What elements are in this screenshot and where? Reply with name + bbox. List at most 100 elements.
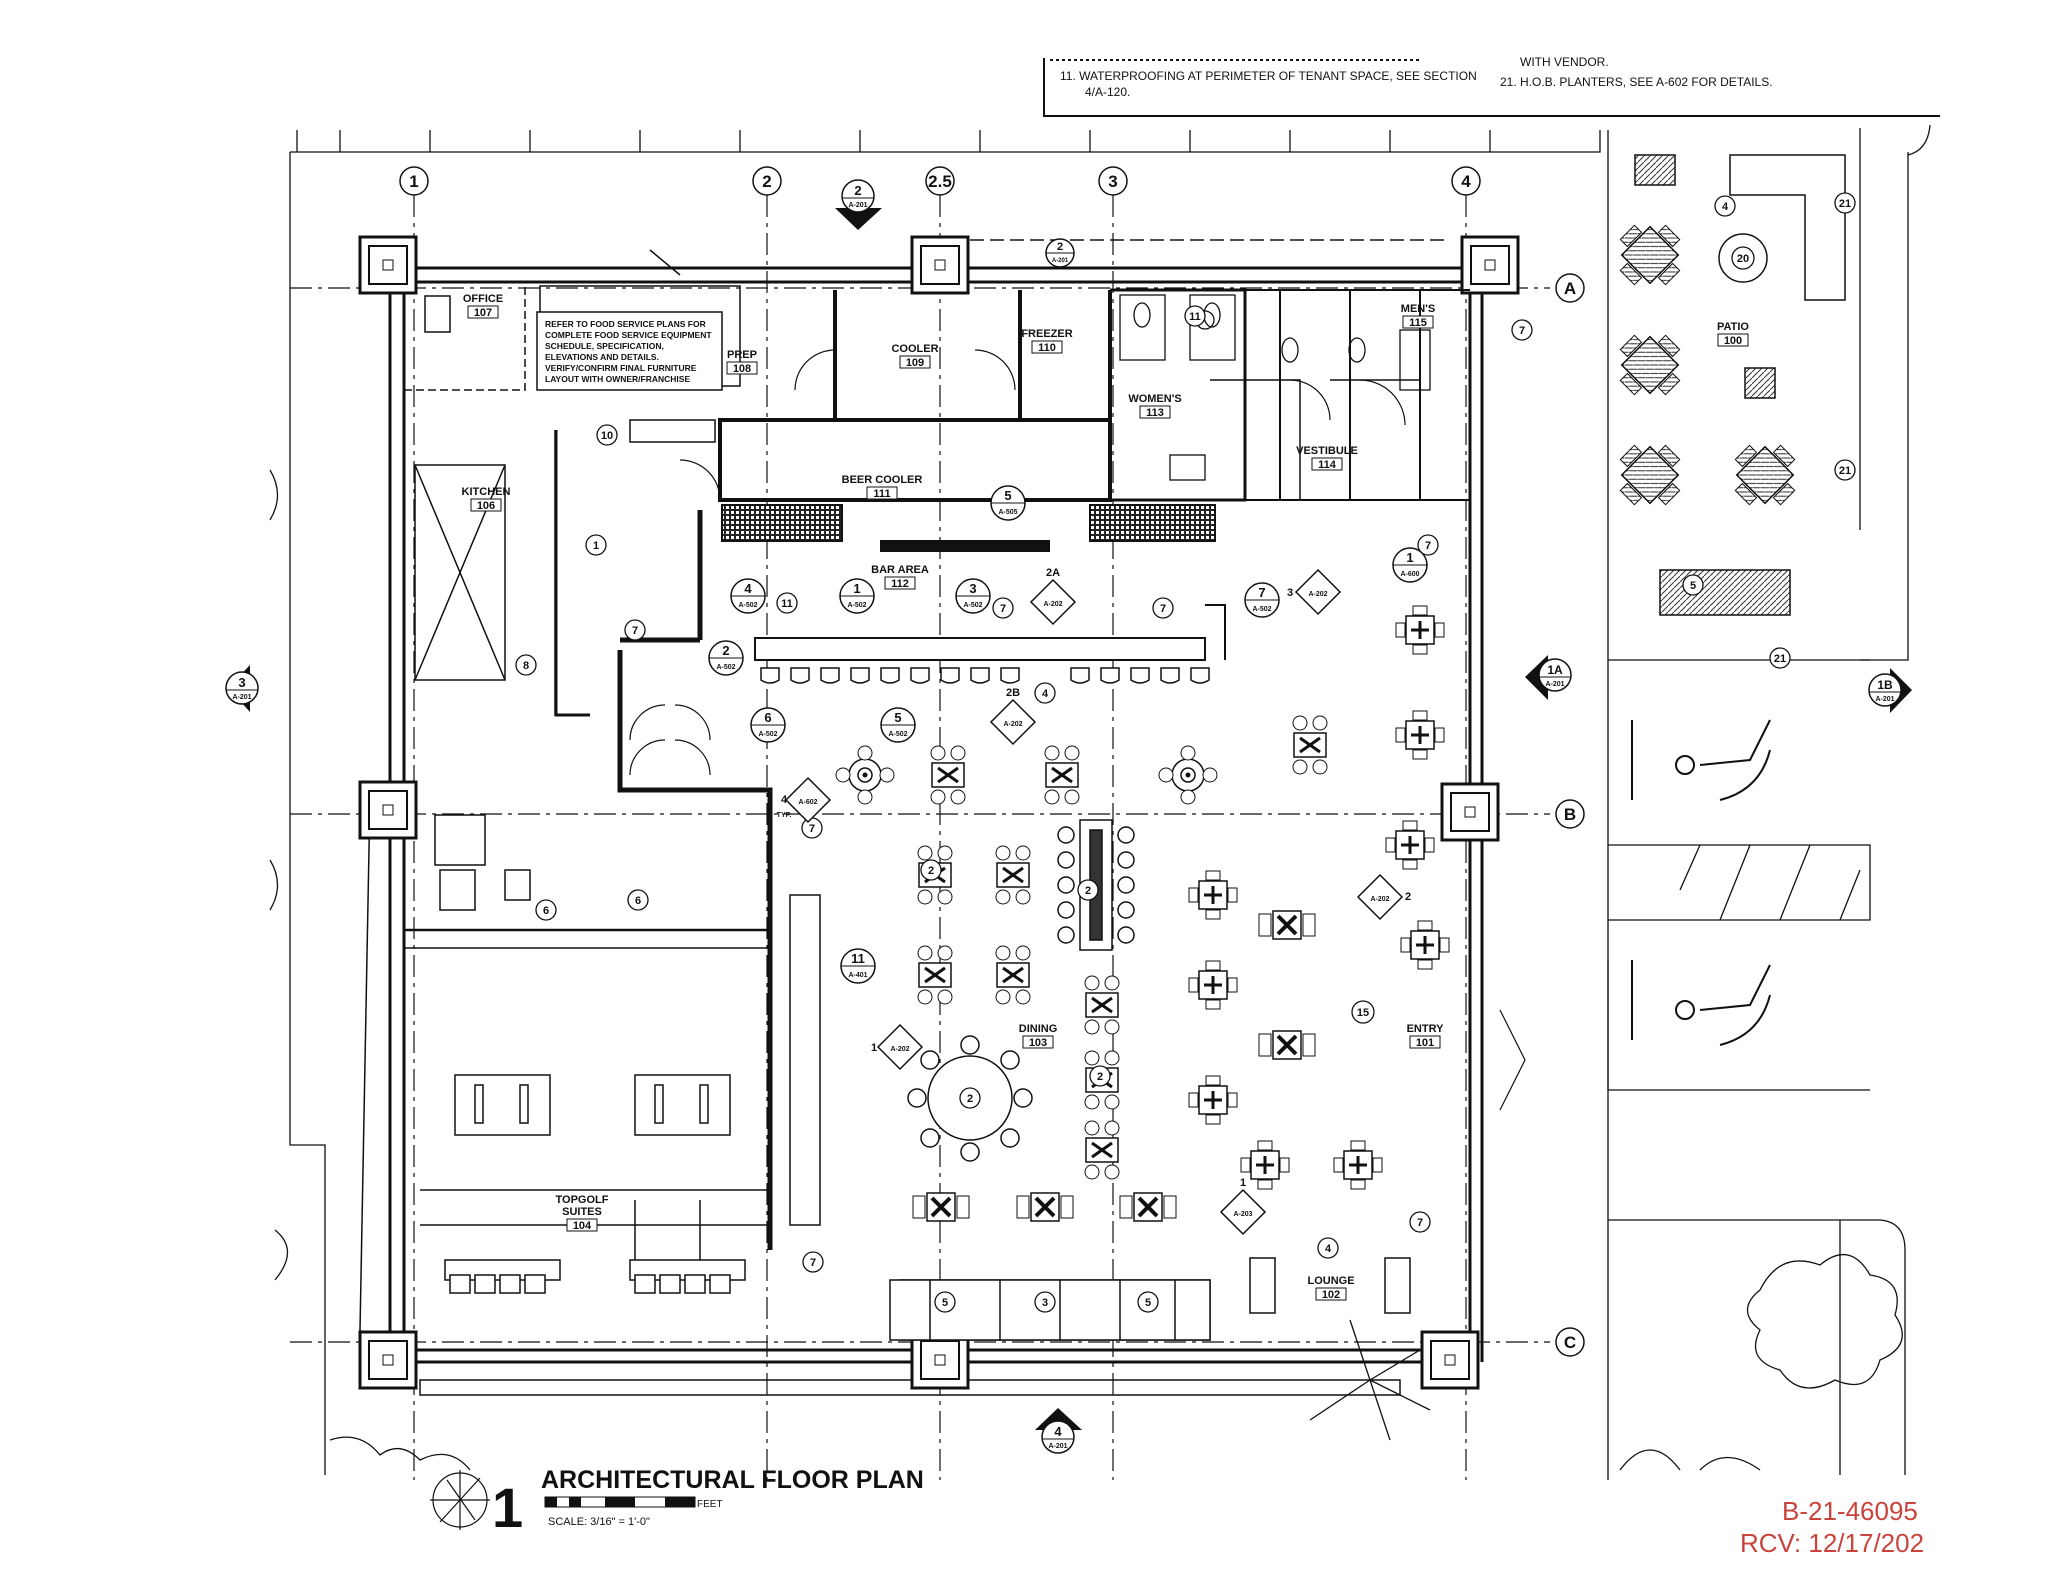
svg-text:6: 6	[764, 710, 771, 725]
svg-text:4: 4	[781, 794, 788, 806]
svg-text:1: 1	[1406, 550, 1413, 565]
svg-text:1: 1	[593, 540, 599, 552]
received-date: RCV: 12/17/202	[1740, 1528, 1924, 1558]
keynote-7: 7	[802, 1251, 824, 1273]
svg-text:2: 2	[722, 643, 729, 658]
svg-text:21: 21	[1839, 198, 1851, 210]
svg-text:113: 113	[1146, 407, 1164, 419]
svg-text:4: 4	[744, 581, 752, 596]
svg-text:7: 7	[1425, 540, 1431, 552]
svg-text:4: 4	[1722, 201, 1729, 213]
keynote-1: 1	[585, 534, 607, 556]
svg-text:3: 3	[238, 675, 245, 690]
svg-text:10: 10	[601, 430, 613, 442]
svg-text:108: 108	[733, 363, 751, 375]
keynote-7: 7	[624, 619, 646, 641]
detail-7-a502: 7A-502	[1244, 582, 1280, 618]
svg-text:PATIO: PATIO	[1717, 321, 1749, 333]
svg-text:A-502: A-502	[1252, 606, 1271, 613]
grid-bubble-3: 3	[1098, 166, 1128, 196]
svg-text:BEER COOLER: BEER COOLER	[842, 474, 923, 486]
svg-text:1A: 1A	[1547, 663, 1563, 677]
svg-text:1: 1	[409, 172, 418, 191]
svg-text:A-202: A-202	[1003, 721, 1022, 728]
svg-text:2: 2	[928, 865, 934, 877]
keynote-7: 7	[1417, 534, 1439, 556]
svg-text:SUITES: SUITES	[562, 1206, 602, 1218]
svg-text:7: 7	[1000, 603, 1006, 615]
keynote-20: 20	[1731, 246, 1755, 270]
grid-bubble-2: 2	[752, 166, 782, 196]
svg-text:11: 11	[1189, 311, 1201, 323]
keynote-tags: 7 7 7 7 7 7 7 7 10 1 8 11 11 6 6 2 2 2 2…	[515, 192, 1856, 1313]
svg-text:3: 3	[1287, 587, 1293, 599]
svg-text:103: 103	[1029, 1037, 1047, 1049]
svg-text:LAYOUT WITH OWNER/FRANCHISE: LAYOUT WITH OWNER/FRANCHISE	[545, 374, 690, 384]
svg-text:A-201: A-201	[1545, 681, 1564, 688]
detail-5-a505: 5A-505	[990, 485, 1026, 521]
svg-text:REFER TO FOOD SERVICE PLANS FO: REFER TO FOOD SERVICE PLANS FOR	[545, 319, 706, 329]
svg-text:WOMEN'S: WOMEN'S	[1128, 393, 1181, 405]
drawing-title: 1 ARCHITECTURAL FLOOR PLAN FEET SCALE: 3…	[430, 1466, 924, 1539]
svg-text:A-502: A-502	[738, 602, 757, 609]
detail-4-a502: 4A-502	[730, 578, 766, 614]
detail-2-a201: 2A-201	[1045, 238, 1075, 268]
room-freezer: FREEZER 110	[1021, 328, 1072, 354]
detail-1-a600: 1A-600	[1392, 547, 1428, 583]
svg-text:4: 4	[1042, 688, 1049, 700]
keynote-5: 5	[1137, 1291, 1159, 1313]
section-marks: 2A-201 3A-201 1AA-201 1BA-201 4A-201	[225, 179, 1912, 1454]
svg-text:VERIFY/CONFIRM FINAL FURNITURE: VERIFY/CONFIRM FINAL FURNITURE	[545, 363, 697, 373]
svg-text:8: 8	[523, 660, 529, 672]
svg-text:DINING: DINING	[1019, 1023, 1058, 1035]
svg-text:7: 7	[810, 1257, 816, 1269]
svg-text:FREEZER: FREEZER	[1021, 328, 1072, 340]
svg-text:ELEVATIONS AND DETAILS.: ELEVATIONS AND DETAILS.	[545, 352, 659, 362]
patio-furniture	[1603, 154, 1846, 616]
keynote-8: 8	[515, 654, 537, 676]
svg-text:A-201: A-201	[1048, 1443, 1067, 1450]
keynote-10: 10	[596, 424, 618, 446]
svg-text:A-505: A-505	[998, 509, 1017, 516]
svg-text:VESTIBULE: VESTIBULE	[1296, 445, 1358, 457]
svg-text:1: 1	[871, 1042, 877, 1054]
keynote-5: 5	[934, 1291, 956, 1313]
drawing-scale: SCALE: 3/16" = 1'-0"	[548, 1516, 650, 1528]
svg-text:A-602: A-602	[798, 799, 817, 806]
grid-bubble-2-5: 2.5	[925, 166, 955, 196]
svg-text:BAR AREA: BAR AREA	[871, 564, 929, 576]
svg-text:4: 4	[1461, 172, 1471, 191]
keynote-11: 11	[1184, 305, 1206, 327]
detail-6-a502: 6A-502	[750, 707, 786, 743]
grid-bubble-a: A	[1555, 273, 1585, 303]
food-service-note: REFER TO FOOD SERVICE PLANS FOR COMPLETE…	[536, 311, 723, 391]
svg-text:5: 5	[1690, 580, 1696, 592]
svg-text:A-201: A-201	[1052, 258, 1069, 264]
svg-text:2B: 2B	[1006, 687, 1020, 699]
permit-stamp: B-21-46095 RCV: 12/17/202	[1740, 1496, 1924, 1558]
svg-text:104: 104	[573, 1220, 592, 1232]
svg-text:A-401: A-401	[848, 972, 867, 979]
svg-text:110: 110	[1038, 342, 1056, 354]
round-table	[907, 1035, 1033, 1162]
svg-text:107: 107	[474, 307, 492, 319]
svg-text:7: 7	[1160, 603, 1166, 615]
svg-text:6: 6	[543, 905, 549, 917]
bar-equipment-hatch	[697, 504, 1226, 661]
svg-text:1: 1	[1240, 1177, 1246, 1189]
landscape-tree	[1309, 1253, 1903, 1441]
elevation-2b-a202: 2B A-202	[989, 687, 1037, 746]
svg-text:COOLER: COOLER	[891, 343, 938, 355]
detail-3-a502: 3A-502	[955, 578, 991, 614]
svg-text:109: 109	[906, 357, 924, 369]
svg-text:COMPLETE FOOD SERVICE EQUIPMEN: COMPLETE FOOD SERVICE EQUIPMENT	[545, 330, 712, 340]
svg-text:SCHEDULE, SPECIFICATION,: SCHEDULE, SPECIFICATION,	[545, 341, 664, 351]
keynote-2: 2	[920, 859, 942, 881]
